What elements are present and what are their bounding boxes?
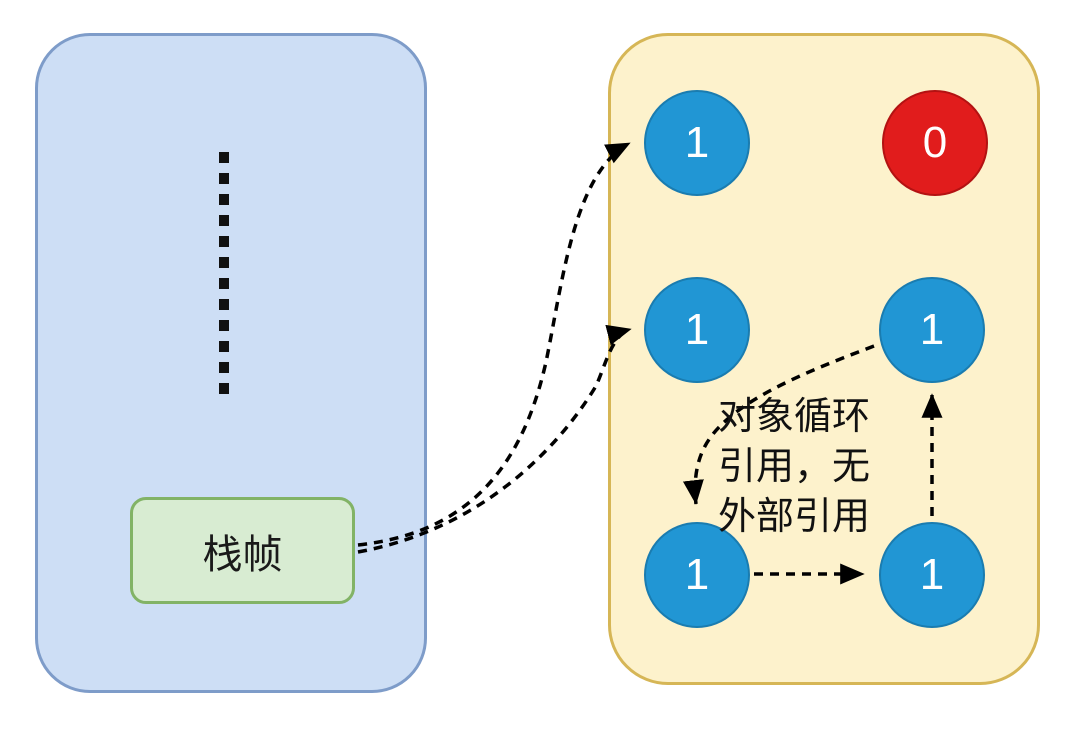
stack-frame-box: 栈帧 — [130, 497, 355, 604]
heap-object-refcount: 1 — [879, 522, 985, 628]
annotation-line: 引用，无 — [718, 446, 871, 489]
circular-reference-annotation: 对象循环 引用，无 外部引用 — [718, 392, 938, 542]
refcount-value: 0 — [922, 118, 948, 167]
refcount-value: 1 — [919, 305, 945, 354]
annotation-line: 对象循环 — [718, 396, 871, 438]
refcount-value: 1 — [684, 118, 710, 167]
heap-object-refcount-zero: 0 — [882, 90, 988, 196]
refcount-value: 1 — [684, 550, 710, 599]
heap-object-refcount: 1 — [644, 277, 750, 383]
refcount-value: 1 — [684, 305, 710, 354]
heap-object-refcount: 1 — [644, 522, 750, 628]
refcount-value: 1 — [919, 550, 945, 599]
annotation-line: 外部引用 — [718, 496, 871, 539]
stack-frame-label: 栈帧 — [202, 532, 283, 577]
heap-object-refcount: 1 — [879, 277, 985, 383]
heap-object-refcount: 1 — [644, 90, 750, 196]
